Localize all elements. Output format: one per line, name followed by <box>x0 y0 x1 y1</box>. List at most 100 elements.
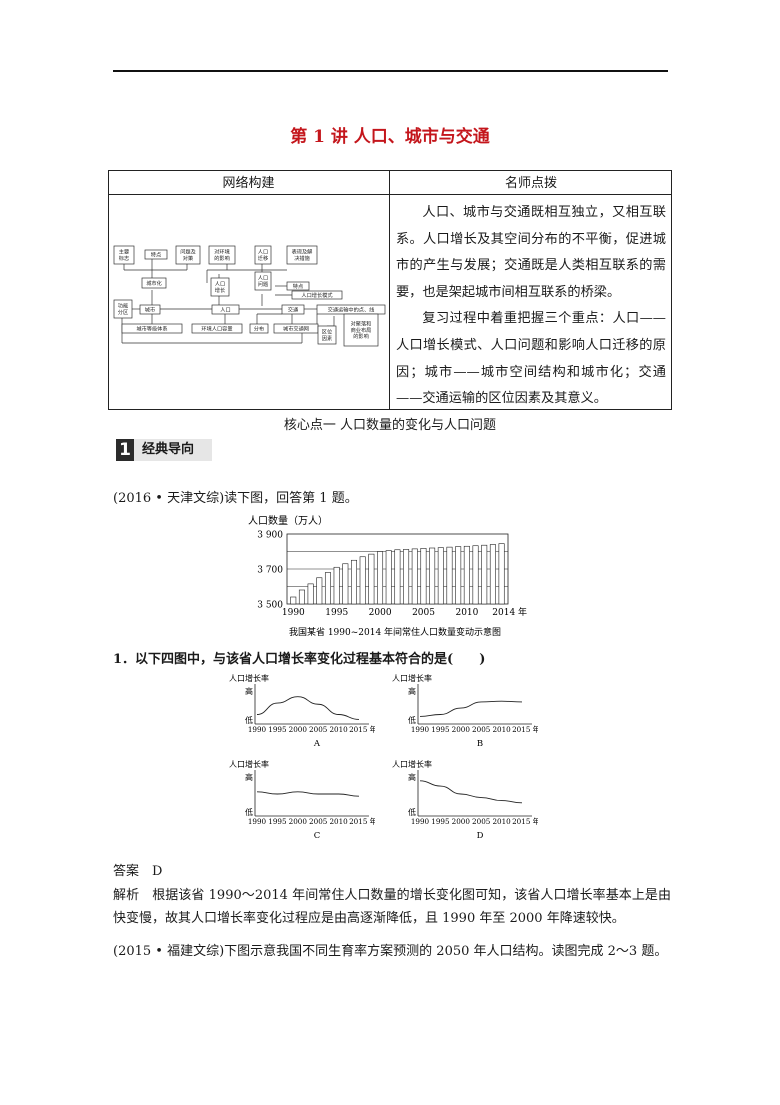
option-chart-xtick: 1990 <box>248 817 267 826</box>
population-bar <box>368 553 375 605</box>
population-bar <box>290 596 297 605</box>
concept-node-label: 分区 <box>118 308 128 316</box>
intro-2016: (2016 • 天津文综)读下图，回答第 1 题。 <box>113 491 358 506</box>
option-chart-xtick: 2005 <box>472 817 491 826</box>
growth-rate-line <box>419 700 523 717</box>
bar-chart-xtick: 2000 <box>369 608 392 618</box>
concept-node-box <box>113 299 133 319</box>
tips-paragraph-2: 复习过程中着重把握三个重点：人口——人口增长模式、人口问题和影响人口迁移的原因；… <box>396 311 666 407</box>
concept-node-box <box>121 323 183 334</box>
option-chart-xtick: 2000 <box>289 817 308 826</box>
tips-paragraph-1: 人口、城市与交通既相互独立，又相互联系。人口增长及其空间分布的不平衡，促进城市的… <box>396 205 666 300</box>
option-chart-xtick: 2015 年 <box>349 725 375 734</box>
option-chart-ytick-low: 低 <box>245 807 253 817</box>
concept-node-label: 人口 <box>258 275 268 282</box>
bar-chart-xtick: 2010 <box>455 608 478 618</box>
analysis-text: 解析 根据该省 1990～2014 年间常住人口数量的增长变化图可知，该省人口增… <box>113 888 671 926</box>
concept-node-box <box>317 325 337 345</box>
concept-node-city: 城市 <box>139 304 161 315</box>
concept-node-box <box>211 304 240 315</box>
concept-node-label: 环境人口容量 <box>201 324 232 332</box>
option-chart-letter: C <box>314 831 321 841</box>
growth-rate-line <box>256 791 360 797</box>
concept-node-label: 城市化 <box>146 279 162 287</box>
concept-node-label: 迁移 <box>258 254 268 262</box>
option-chart-xtick: 2015 年 <box>512 817 538 826</box>
concept-node-label: 分布 <box>254 324 264 332</box>
growth-rate-line <box>419 780 523 804</box>
population-bar <box>316 577 323 605</box>
concept-node-pop_problem: 人口问题 <box>254 271 272 291</box>
concept-node-label: 交通运输中的点、线 <box>328 305 375 313</box>
option-chart-xtick: 2005 <box>309 725 328 734</box>
table-divider-vertical <box>389 170 391 410</box>
concept-node-label: 特点 <box>151 250 161 258</box>
option-chart-xtick: 2010 <box>492 817 511 826</box>
concept-node-box <box>254 271 272 291</box>
option-chart-ytick-high: 高 <box>245 772 253 782</box>
concept-node-box <box>286 281 310 291</box>
concept-node-traffic_points: 交通运输中的点、线 <box>316 304 386 315</box>
concept-node-label: 问题 <box>258 280 268 288</box>
option-chart-xtick: 2010 <box>492 725 511 734</box>
concept-node-box <box>139 304 161 315</box>
option-chart-xtick: 1995 <box>431 725 450 734</box>
concept-map: 主要标志特点问题及对策对环境的影响人口迁移人口问题表现及解决措施城市化人口增长特… <box>113 245 386 347</box>
population-bar <box>489 544 496 605</box>
concept-node-label: 标志 <box>119 254 129 262</box>
bar-chart-xtick: 1995 <box>325 608 348 618</box>
population-bar <box>403 549 410 605</box>
population-bar <box>437 547 444 605</box>
option-chart-xtick: 2010 <box>329 725 348 734</box>
population-bar <box>481 544 488 605</box>
bar-chart-ylabel: 人口数量（万人） <box>248 514 328 527</box>
concept-node-city_traffic: 城市交通网 <box>273 323 319 334</box>
population-bar <box>472 545 479 605</box>
population-bar <box>463 545 470 605</box>
concept-node-label: 人口 <box>220 306 230 313</box>
concept-node-box <box>141 277 167 289</box>
option-chart-letter: A <box>313 739 321 749</box>
population-bar <box>498 543 505 605</box>
population-bar <box>455 546 462 605</box>
concept-node-traffic: 交通 <box>281 304 305 315</box>
concept-node-feature2: 特点 <box>286 281 310 291</box>
answer: 答案 D <box>113 864 163 879</box>
option-chart-ylabel: 人口增长率 <box>392 673 432 683</box>
concept-node-distribution: 分布 <box>249 323 269 334</box>
tips-text: 人口、城市与交通既相互独立，又相互联系。人口增长及其空间分布的不平衡，促进城市的… <box>396 200 666 413</box>
bar-chart-ytick: 3 700 <box>257 566 283 576</box>
population-bar <box>342 563 349 605</box>
population-bar <box>377 551 384 605</box>
option-chart-ytick-low: 低 <box>408 715 416 725</box>
concept-node-label: 人口 <box>258 249 268 256</box>
concept-node-box <box>191 323 243 334</box>
concept-node-label: 问题及 <box>180 248 196 256</box>
option-chart-xtick: 1990 <box>248 725 267 734</box>
concept-node-box <box>210 277 230 297</box>
concept-node-growth: 人口增长 <box>210 277 230 297</box>
bar-chart-ytick: 3 500 <box>257 601 283 611</box>
concept-node-label: 城市 <box>145 305 155 313</box>
option-chart-xtick: 2000 <box>289 725 308 734</box>
population-bar <box>420 548 427 605</box>
population-bar <box>394 549 401 605</box>
option-chart-ytick-high: 高 <box>408 772 416 782</box>
concept-node-label: 的影响 <box>214 254 230 262</box>
concept-node-capacity: 环境人口容量 <box>191 323 243 334</box>
population-bar <box>411 548 418 605</box>
population-bar <box>385 550 392 605</box>
population-bar <box>333 566 340 605</box>
concept-node-migrate: 人口迁移 <box>254 245 272 265</box>
concept-node-label: 特点 <box>293 282 303 290</box>
option-chart-ytick-low: 低 <box>245 715 253 725</box>
concept-node-label: 交通 <box>288 305 299 313</box>
concept-node-box <box>281 304 305 315</box>
lecture-title: 第 1 讲 人口、城市与交通 <box>290 127 490 147</box>
option-chart-xtick: 1990 <box>411 725 430 734</box>
option-chart-xtick: 1995 <box>268 817 287 826</box>
option-chart-letter: D <box>477 831 484 841</box>
